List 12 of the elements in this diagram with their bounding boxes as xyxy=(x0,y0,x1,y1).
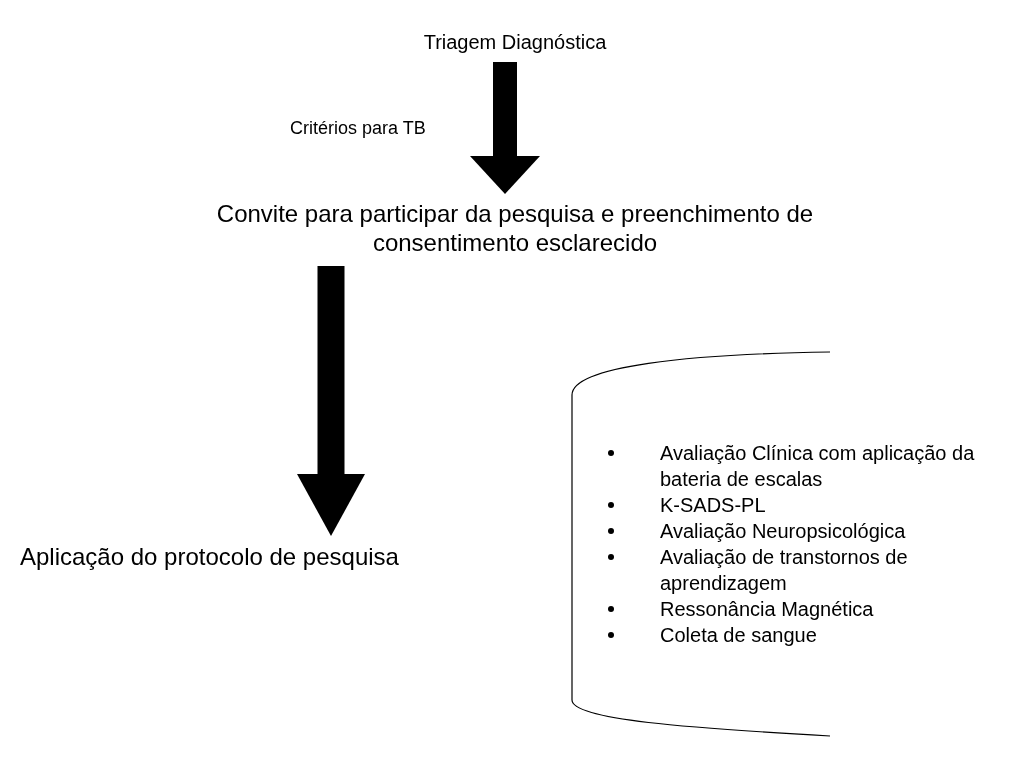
list-item: Ressonância Magnética xyxy=(660,597,874,622)
list-item: Coleta de sangue xyxy=(660,623,817,648)
list-item: Avaliação de transtornos de aprendizagem xyxy=(660,545,909,596)
step-text: Triagem Diagnóstica xyxy=(423,30,607,54)
step-text: Convite para participar da pesquisa e preenchimento de consentimento esclarecido xyxy=(215,200,815,258)
block-arrow xyxy=(470,62,540,194)
step-text: Aplicação do protocolo de pesquisa xyxy=(20,542,399,572)
list-item: Avaliação Neuropsicológica xyxy=(660,519,906,544)
list-item: K-SADS-PL xyxy=(660,493,766,518)
list-item: Avaliação Clínica com aplicação da bateria de escalas xyxy=(660,441,976,492)
edge-label: Critérios para TB xyxy=(290,118,426,139)
block-arrow xyxy=(297,266,365,536)
